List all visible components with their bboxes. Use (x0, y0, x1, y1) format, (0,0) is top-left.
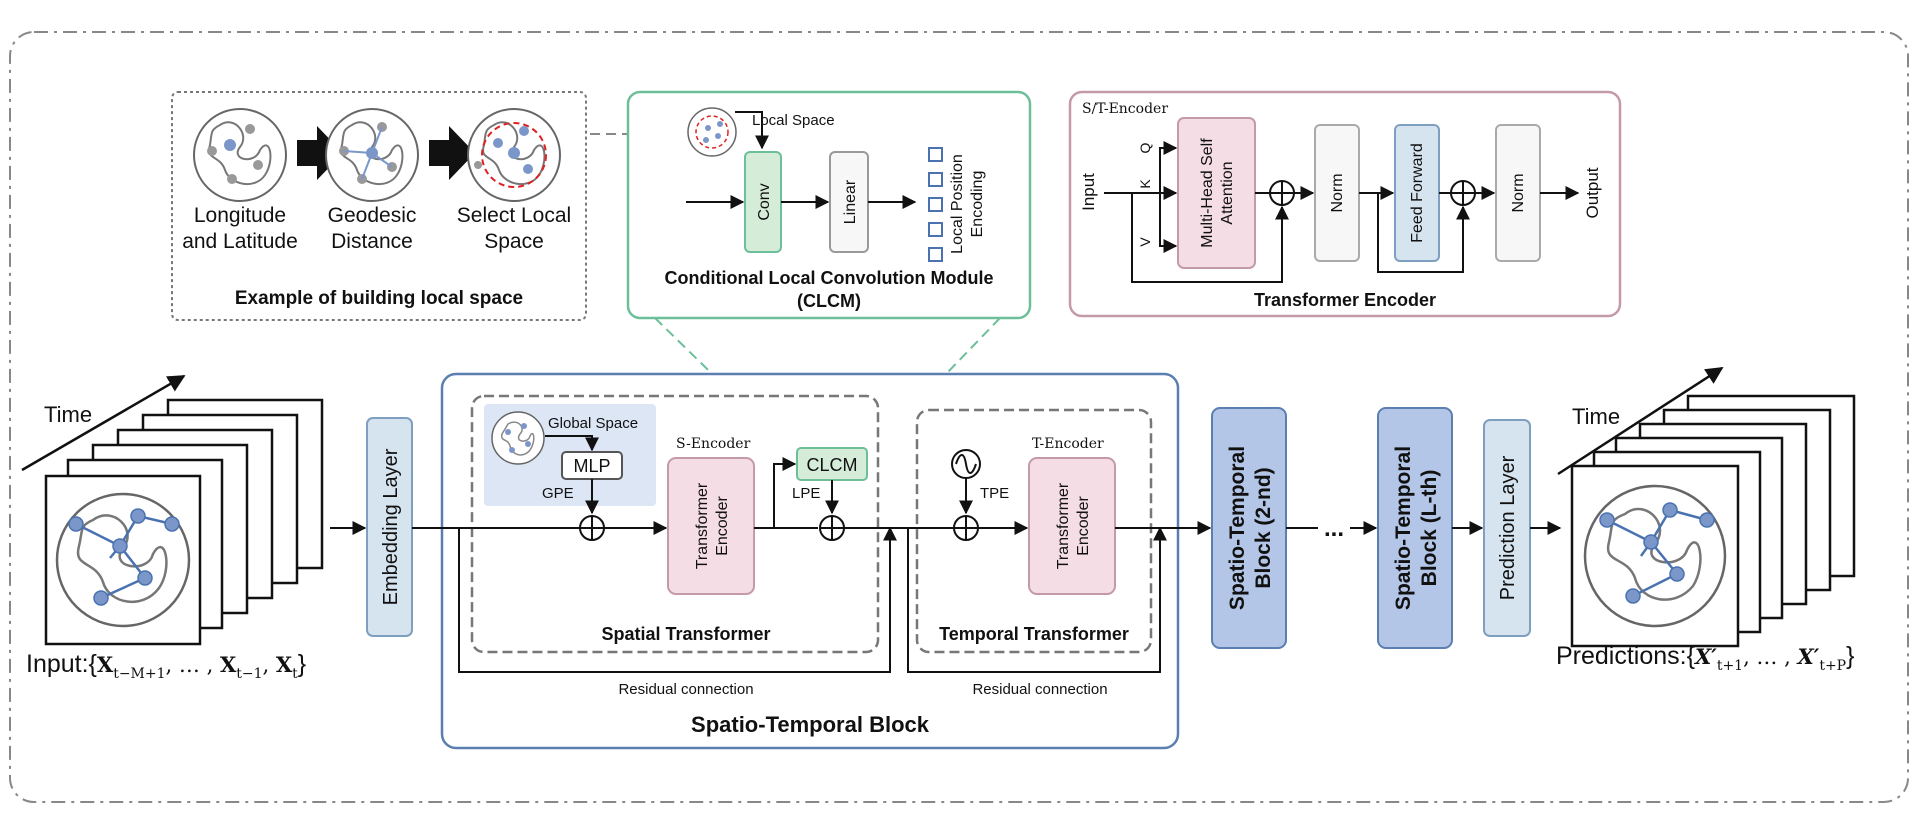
panel-caption: Example of building local space (235, 288, 523, 309)
svg-text:Embedding Layer: Embedding Layer (380, 448, 402, 605)
conv-label: Conv (756, 183, 773, 220)
clcm-caption: Conditional Local Convolution Module (665, 268, 994, 288)
map-icon (467, 108, 561, 202)
global-space-label: Global Space (548, 415, 638, 432)
spatial-transformer-frame (470, 394, 880, 654)
lpe-label: LPE (792, 485, 820, 502)
add-icon (1269, 180, 1295, 206)
add-icon (1450, 180, 1476, 206)
mhsa-box (1177, 117, 1256, 269)
norm-label: Norm (1510, 173, 1527, 212)
temporal-transformer-frame (915, 408, 1153, 654)
linear-label: Linear (842, 179, 859, 224)
output-stack: Time Predictions:{X′t+1, … , X′t+P} (1556, 366, 1856, 674)
residual-label: Residual connection (618, 681, 753, 698)
tpe-icon (951, 449, 981, 479)
time-label: Time (1572, 404, 1620, 429)
s-transformer-encoder (667, 457, 755, 595)
ellipsis: ... (1324, 515, 1344, 542)
spatio-temporal-block: Global Space MLP GPE S-Encoder Transform… (412, 372, 1212, 750)
arrow-right-icon (429, 126, 475, 180)
local-space-label: Local Space (752, 112, 835, 129)
encoder-caption: Transformer Encoder (1254, 290, 1436, 310)
block-title: Spatio-Temporal Block (691, 712, 930, 737)
temporal-caption: Temporal Transformer (939, 624, 1129, 644)
svg-text:Q: Q (1137, 142, 1153, 153)
output-label: Output (1583, 167, 1602, 218)
svg-text:K: K (1137, 179, 1153, 189)
norm-label: Norm (1329, 173, 1346, 212)
tpe-label: TPE (980, 485, 1009, 502)
clcm-caption: (CLCM) (797, 291, 861, 311)
map-icon (325, 108, 419, 202)
input-label: Input (1079, 173, 1098, 211)
add-icon (953, 515, 979, 541)
embedding-layer: Embedding Layer (366, 417, 413, 637)
residual-label: Residual connection (972, 681, 1107, 698)
predictions-caption: Predictions:{X′t+1, … , X′t+P} (1556, 642, 1854, 674)
local-space-icon (687, 107, 737, 157)
gpe-label: GPE (542, 485, 574, 502)
feed-forward-label: Feed Forward (1409, 143, 1426, 243)
s-encoder-label: S-Encoder (676, 436, 751, 452)
t-encoder-label: T-Encoder (1032, 436, 1104, 452)
mlp-label: MLP (573, 456, 610, 476)
prediction-layer: Prediction Layer (1483, 419, 1531, 637)
t-transformer-encoder (1028, 457, 1116, 595)
map-icon (193, 108, 287, 202)
arrow-right-icon (297, 126, 343, 180)
add-icon (819, 515, 845, 541)
svg-text:Prediction Layer: Prediction Layer (1497, 455, 1519, 600)
encoder-tag: S/T-Encoder (1082, 101, 1168, 117)
encoding-squares (928, 147, 943, 262)
svg-text:V: V (1137, 237, 1153, 247)
clcm-label: CLCM (806, 455, 857, 475)
input-caption: Input:{Xt−M+1, … , Xt−1, Xt} (26, 650, 306, 682)
add-icon (579, 515, 605, 541)
global-space-icon (491, 411, 545, 465)
spatial-caption: Spatial Transformer (601, 624, 770, 644)
outer-frame (9, 31, 1909, 803)
input-stack: Time Input:{Xt−M+1, … , Xt−1, Xt} (21, 374, 324, 682)
time-label: Time (44, 402, 92, 427)
